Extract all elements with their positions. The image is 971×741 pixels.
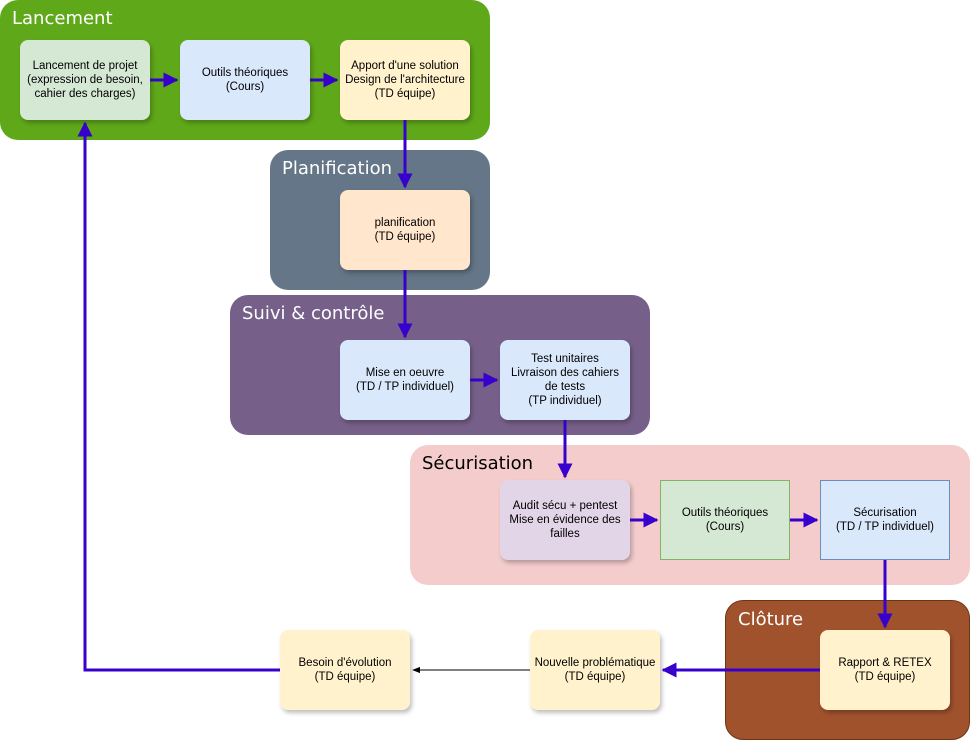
- node-test-unitaires-line-1: Test unitaires: [531, 353, 599, 365]
- node-planification[interactable]: planification (TD équipe): [340, 190, 470, 270]
- phase-suivi-controle-title: Suivi & contrôle: [242, 303, 385, 324]
- node-securisation-line-1: Sécurisation: [853, 507, 917, 519]
- node-planification-line-2: (TD équipe): [374, 231, 436, 243]
- node-rapport-retex-line-2: (TD équipe): [854, 671, 916, 683]
- node-audit-secu-line-2: Mise en évidence des: [509, 514, 621, 526]
- node-lancement-projet[interactable]: Lancement de projet (expression de besoi…: [20, 40, 150, 120]
- node-besoin-evolution[interactable]: Besoin d'évolution (TD équipe): [280, 630, 410, 710]
- node-audit-secu-line-1: Audit sécu + pentest: [512, 500, 618, 512]
- node-rapport-retex-line-1: Rapport & RETEX: [838, 657, 932, 669]
- node-besoin-evolution-line-2: (TD équipe): [314, 671, 376, 683]
- phase-cloture-title: Clôture: [738, 609, 804, 630]
- node-apport-solution-line-3: (TD équipe): [374, 88, 436, 100]
- node-apport-solution[interactable]: Apport d'une solution Design de l'archit…: [340, 40, 470, 120]
- phase-planification-title: Planification: [282, 158, 393, 179]
- phase-lancement-title: Lancement: [12, 8, 113, 29]
- node-test-unitaires-line-2: Livraison des cahiers: [510, 367, 620, 379]
- node-securisation[interactable]: Sécurisation (TD / TP individuel): [820, 480, 950, 560]
- phase-securisation-title: Sécurisation: [422, 453, 534, 474]
- node-securisation-line-2: (TD / TP individuel): [836, 521, 934, 533]
- node-apport-solution-line-1: Apport d'une solution: [351, 60, 459, 72]
- node-outils-theoriques-2-line-2: (Cours): [705, 521, 745, 533]
- node-mise-en-oeuvre-line-2: (TD / TP individuel): [356, 381, 454, 393]
- node-nouvelle-problematique-line-2: (TD équipe): [564, 671, 626, 683]
- node-mise-en-oeuvre[interactable]: Mise en oeuvre (TD / TP individuel): [340, 340, 470, 420]
- node-besoin-evolution-line-1: Besoin d'évolution: [298, 657, 392, 669]
- node-planification-line-1: planification: [374, 217, 436, 229]
- node-test-unitaires[interactable]: Test unitaires Livraison des cahiers de …: [500, 340, 630, 420]
- node-test-unitaires-line-3: de tests: [544, 381, 586, 393]
- node-lancement-projet-line-3: cahier des charges): [34, 88, 136, 100]
- node-lancement-projet-line-1: Lancement de projet: [32, 60, 138, 72]
- node-outils-theoriques-2[interactable]: Outils théoriques (Cours): [660, 480, 790, 560]
- node-outils-theoriques-1-line-1: Outils théoriques: [201, 67, 289, 79]
- node-apport-solution-line-2: Design de l'architecture: [345, 74, 465, 86]
- node-audit-secu[interactable]: Audit sécu + pentest Mise en évidence de…: [500, 480, 630, 560]
- node-outils-theoriques-1-line-2: (Cours): [225, 81, 265, 93]
- node-lancement-projet-line-2: (expression de besoin,: [27, 74, 143, 86]
- node-test-unitaires-line-4: (TP individuel): [528, 395, 602, 407]
- node-outils-theoriques-2-line-1: Outils théoriques: [681, 507, 769, 519]
- node-nouvelle-problematique[interactable]: Nouvelle problématique (TD équipe): [530, 630, 660, 710]
- node-outils-theoriques-1[interactable]: Outils théoriques (Cours): [180, 40, 310, 120]
- node-rapport-retex[interactable]: Rapport & RETEX (TD équipe): [820, 630, 950, 710]
- node-mise-en-oeuvre-line-1: Mise en oeuvre: [365, 367, 445, 379]
- node-audit-secu-line-3: failles: [550, 528, 580, 540]
- arrow-besoin-to-lancement: [77, 121, 280, 672]
- node-nouvelle-problematique-line-1: Nouvelle problématique: [534, 657, 656, 669]
